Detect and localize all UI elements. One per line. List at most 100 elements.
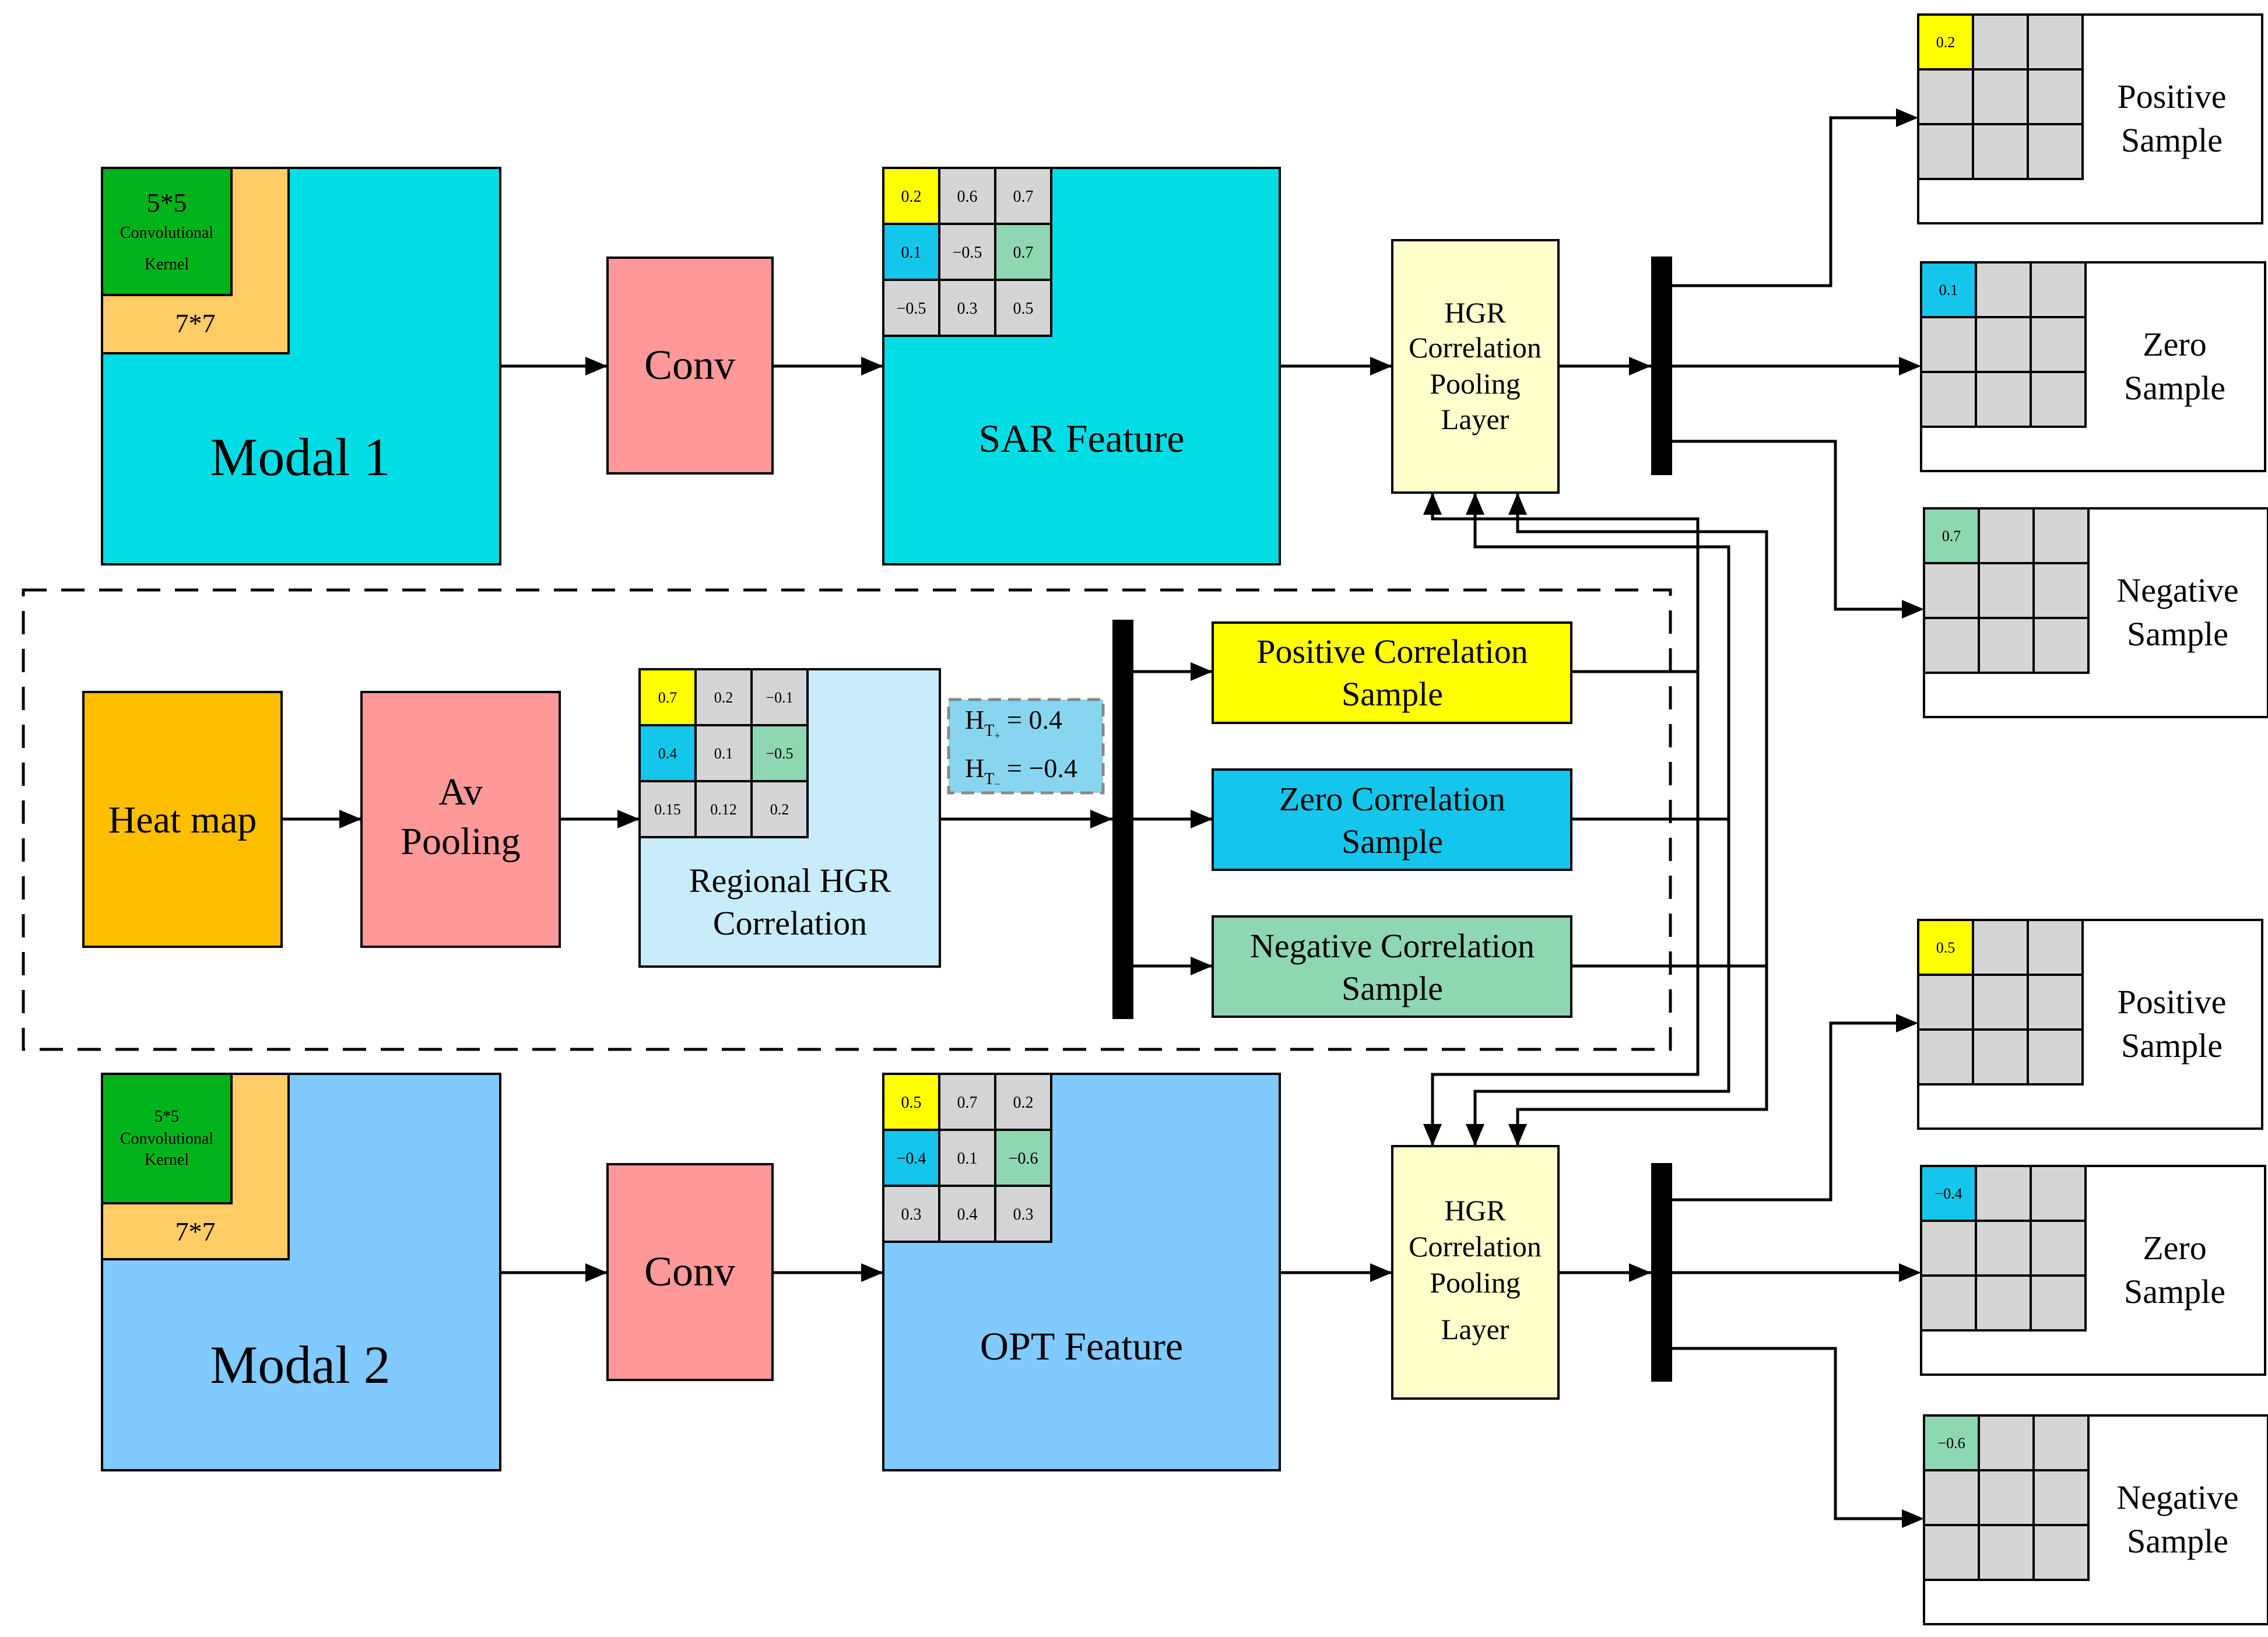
positive-sample-bottom-cell (1972, 1028, 2029, 1086)
opt-grid-cell-value: 0.2 (1013, 1094, 1034, 1112)
zero-sample-bottom-cell (1920, 1165, 1977, 1222)
negative-sample-bottom-label-line1: Negative (2116, 1478, 2238, 1516)
modal2-kernel7-label: 7*7 (175, 1217, 216, 1246)
sar-grid-cell-value: 0.6 (957, 188, 978, 206)
hgr-bottom-line3: Pooling (1430, 1266, 1521, 1299)
zero-sample-top-value: 0.1 (1939, 282, 1958, 298)
zero-corr-line2: Sample (1342, 823, 1443, 860)
feed-positive-to-hgr-bottom (1431, 672, 1700, 1146)
regional-grid-cell-value: 0.2 (714, 689, 733, 706)
positive-sample-bottom-value: 0.5 (1936, 939, 1955, 956)
positive-sample-top-cell (2027, 68, 2084, 125)
zero-sample-bottom-value: −0.4 (1935, 1185, 1962, 1202)
arrowhead (1090, 810, 1112, 828)
arrow-split-to-positive-top (1672, 116, 1915, 287)
output-samples: 0.2PositiveSample0.1ZeroSample0.7Negativ… (1917, 13, 2268, 1625)
positive-sample-top-cell (1972, 13, 2029, 71)
sar-grid-cell (994, 223, 1052, 281)
arrowhead (1508, 493, 1527, 515)
opt-grid-cell-value: 0.5 (901, 1094, 922, 1112)
negative-corr-box (1212, 915, 1572, 1018)
negative-sample-bottom-cell (1978, 1414, 2035, 1471)
opt-grid-cell-value: 0.3 (901, 1206, 922, 1224)
zero-corr-line1: Zero Correlation (1279, 780, 1505, 818)
opt-grid-cell (882, 1185, 940, 1243)
negative-sample-top-value: 0.7 (1942, 528, 1961, 545)
zero-sample-bottom-cell (2030, 1274, 2087, 1332)
zero-sample-top-cell (1975, 371, 2032, 428)
sar-grid-cell-value: 0.3 (957, 300, 978, 318)
zero-sample-bottom-cell (1975, 1220, 2032, 1277)
positive-sample-bottom-cell (2027, 919, 2084, 976)
heatmap-label: Heat map (108, 799, 257, 841)
modal1-kernel7-label: 7*7 (175, 308, 216, 338)
sar-grid-cell-value: 0.5 (1013, 300, 1034, 318)
regional-grid-cell (694, 724, 753, 782)
zero-sample-top-cell (2030, 371, 2087, 428)
hgr-top-line2: Correlation (1409, 331, 1542, 364)
zero-sample-bottom-label-line2: Sample (2124, 1273, 2225, 1311)
arrowhead (1902, 1509, 1924, 1528)
opt-grid-cell-value: −0.4 (897, 1150, 926, 1168)
negative-sample-bottom-cell (1923, 1414, 1980, 1471)
zero-sample-bottom-cell (1920, 1220, 1977, 1277)
zero-sample-bottom-cell (1920, 1274, 1977, 1332)
positive-sample-bottom-cell (2027, 974, 2084, 1031)
arrowhead (585, 1263, 608, 1282)
opt-grid-cell (994, 1185, 1052, 1243)
positive-sample-top-cell (1972, 68, 2029, 125)
modal2-kernel5-line2: Convolutional (120, 1130, 213, 1148)
negative-corr-line1: Negative Correlation (1250, 927, 1535, 965)
regional-grid-cell (750, 668, 809, 726)
negative-sample-top-cell (1923, 562, 1980, 619)
arrowhead (1370, 357, 1392, 375)
conv-top-label: Conv (644, 342, 735, 388)
positive-sample-bottom-cell (1972, 974, 2029, 1031)
modal1-kernel5-line2: Convolutional (120, 224, 213, 242)
positive-sample-top-label-line1: Positive (2118, 78, 2227, 115)
positive-sample-bottom-cell (1917, 974, 1974, 1031)
zero-sample-bottom-label-line1: Zero (2143, 1229, 2207, 1267)
regional-grid-cell (750, 724, 809, 782)
negative-sample-top-cell (1978, 562, 2035, 619)
sar-grid-cell (994, 167, 1052, 225)
regional-line2: Correlation (713, 904, 867, 942)
hgr-top-line3: Pooling (1430, 367, 1521, 400)
modal1-kernel5-line3: Kernel (145, 255, 189, 273)
negative-sample-bottom-cell (1978, 1524, 2035, 1581)
feed-zero-to-hgr-top (1473, 493, 1730, 821)
arrowhead (585, 357, 608, 375)
avpool-line1: Av (438, 771, 483, 813)
positive-sample-bottom-cell (2027, 1028, 2084, 1086)
regional-grid-cell-value: 0.12 (710, 801, 737, 818)
feed-negative-to-hgr-top (1516, 493, 1768, 968)
sar-grid-cell (882, 279, 940, 337)
sar-grid-cell (938, 279, 996, 337)
splitter-bar-top (1651, 257, 1672, 475)
zero-sample-top-cell (2030, 261, 2087, 318)
sar-grid-cell (994, 279, 1052, 337)
avpool-line2: Pooling (401, 820, 520, 863)
regional-grid-cell-value: 0.4 (658, 745, 677, 762)
zero-sample-top-cell (1920, 316, 1977, 373)
sar-grid-cell-value: 0.1 (901, 244, 922, 262)
positive-sample-top-cell (1917, 13, 1974, 71)
opt-grid-cell-value: 0.4 (957, 1206, 978, 1224)
arrowhead (1896, 108, 1918, 127)
arrowhead (1629, 1263, 1651, 1282)
threshold-plus-text: HT+ = 0.4 (965, 705, 1062, 742)
positive-sample-bottom-cell (1917, 1028, 1974, 1086)
arrowhead (1423, 493, 1442, 515)
arrowhead (1466, 1124, 1484, 1146)
zero-sample-top-cell (1975, 261, 2032, 318)
arrowhead (1629, 357, 1651, 375)
regional-grid-cell (638, 780, 697, 838)
modal2-kernel5-box (101, 1073, 233, 1204)
arrowhead (1191, 957, 1213, 975)
positive-corr-line2: Sample (1342, 675, 1443, 713)
